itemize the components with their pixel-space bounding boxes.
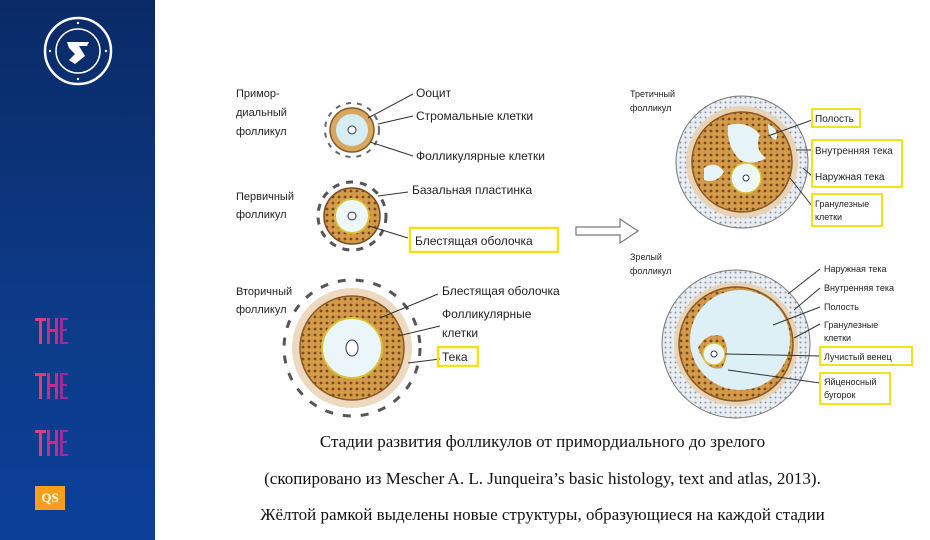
arrow-right-icon bbox=[575, 217, 640, 245]
follicular-cells-label: Фолликулярные bbox=[442, 307, 532, 321]
cumulus-label: Яйценосный bbox=[824, 377, 877, 387]
tertiary-follicle bbox=[675, 95, 813, 229]
follicular-cells-label: клетки bbox=[442, 326, 478, 340]
basal-lamina-label: Базальная пластинка bbox=[412, 183, 532, 197]
caption-line-2: (скопировано из Mescher A. L. Junqueira’… bbox=[264, 469, 821, 488]
highlight-frame bbox=[408, 226, 560, 254]
tertiary-name: фолликул bbox=[630, 103, 671, 113]
highlight-frame bbox=[436, 345, 480, 368]
caption-line-3: Жёлтой рамкой выделены новые структуры, … bbox=[260, 505, 825, 524]
secondary-name: фолликул bbox=[236, 304, 287, 316]
stromal-cells-label: Стромальные клетки bbox=[416, 109, 533, 123]
primary-follicle bbox=[316, 180, 409, 252]
primary-name: Первичный bbox=[236, 191, 294, 203]
granulosa-label: Гранулезные bbox=[824, 320, 878, 330]
cumulus-label: бугорок bbox=[824, 390, 856, 400]
theca-label: Тека bbox=[442, 350, 468, 364]
secondary-follicle bbox=[282, 278, 441, 418]
caption-line-1: Стадии развития фолликулов от примордиал… bbox=[319, 432, 766, 451]
outer-theca-label: Наружная тека bbox=[824, 264, 887, 274]
highlight-frame bbox=[819, 372, 891, 405]
highlight-frame bbox=[811, 193, 883, 227]
granulosa-label: клетки bbox=[815, 212, 842, 222]
mature-name: фолликул bbox=[630, 266, 671, 276]
outer-theca-label: Наружная тека bbox=[815, 172, 885, 183]
mature-follicle bbox=[661, 268, 821, 419]
primary-name: фолликул bbox=[236, 209, 287, 221]
university-emblem-icon bbox=[43, 16, 113, 86]
oocyte-label: Ооцит bbox=[416, 86, 452, 100]
primordial-name: диальный bbox=[236, 107, 287, 119]
highlight-frame bbox=[819, 346, 913, 366]
qs-ranking-icon: QS bbox=[35, 486, 65, 510]
cavity-label: Полость bbox=[815, 114, 854, 125]
inner-theca-label: Внутренняя тека bbox=[815, 146, 893, 157]
follicle-diagram: Примор-диальный фолликул Ооцит Стромальны… bbox=[236, 86, 913, 419]
primordial-follicle bbox=[324, 93, 414, 158]
zona-pellucida-label: Блестящая оболочка bbox=[442, 284, 560, 298]
mature-name: Зрелый bbox=[630, 252, 662, 262]
highlight-frame bbox=[811, 139, 903, 188]
sidebar: QS bbox=[0, 0, 155, 540]
corona-radiata-label: Лучистый венец bbox=[824, 352, 892, 362]
granulosa-label: Гранулезные bbox=[815, 199, 869, 209]
secondary-name: Вторичный bbox=[236, 286, 292, 298]
follicular-cells-label: Фолликулярные клетки bbox=[416, 149, 545, 163]
granulosa-label: клетки bbox=[824, 333, 851, 343]
primordial-name: фолликул bbox=[236, 126, 287, 138]
inner-theca-label: Внутренняя тека bbox=[824, 283, 894, 293]
the-ranking-icon bbox=[35, 373, 68, 399]
primordial-name: Примор- bbox=[236, 88, 280, 100]
the-ranking-icon bbox=[35, 318, 68, 344]
zona-pellucida-label: Блестящая оболочка bbox=[415, 234, 533, 248]
tertiary-name: Третичный bbox=[630, 89, 675, 99]
the-ranking-icon bbox=[35, 430, 68, 456]
highlight-frame bbox=[811, 108, 861, 128]
cavity-label: Полость bbox=[824, 302, 859, 312]
